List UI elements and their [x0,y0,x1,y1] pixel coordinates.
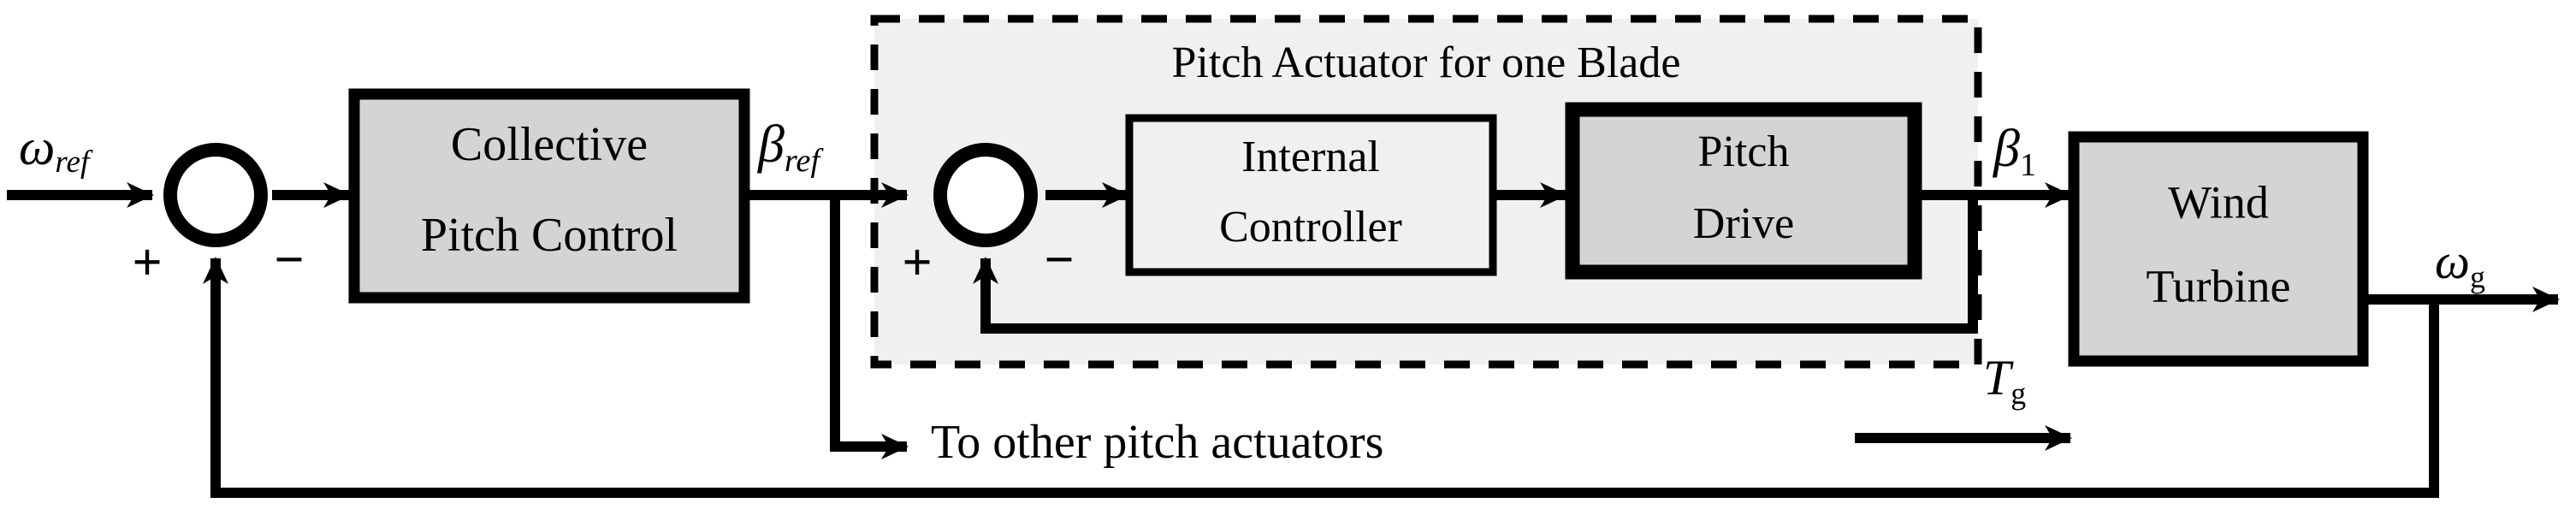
label-beta-1-base: β [1993,120,2020,178]
block-pitch-drive-label-line2: Drive [1693,199,1794,248]
signal-wires [7,182,2560,498]
label-omega-g: ωg [2435,234,2485,294]
inner-sum-minus-sign: − [1044,231,1074,289]
label-omega-ref: ωref [19,119,93,180]
pitch-actuator-group-title: Pitch Actuator for one Blade [1172,38,1681,87]
label-beta-ref: βref [757,115,824,179]
annotation-to-other-pitch-actuators: To other pitch actuators [931,416,1383,469]
block-collective-pitch-control-label-line2: Pitch Control [421,209,678,262]
label-beta-ref-base: β [757,115,785,174]
label-beta-ref-sub: ref [785,143,825,179]
block-wind-turbine[interactable] [2068,131,2369,367]
outer-summing-junction [163,143,268,247]
inner-summing-junction [933,143,1038,247]
block-collective-pitch-control-label-line1: Collective [451,118,648,171]
block-collective-pitch-control[interactable] [348,88,750,304]
label-omega-g-sub: g [2470,260,2485,294]
label-torque-g-base: T [1983,350,2014,406]
outer-sum-minus-sign: − [274,231,304,289]
outer-sum-plus-sign: + [132,234,162,292]
label-beta-1-sub: 1 [2020,147,2036,183]
label-torque-g: Tg [1983,350,2026,411]
block-wind-turbine-label-line2: Turbine [2146,260,2290,311]
label-beta-1: β1 [1993,120,2036,183]
block-wind-turbine-label-line1: Wind [2168,176,2269,228]
block-pitch-drive-label-line1: Pitch [1698,127,1790,176]
block-pitch-drive[interactable] [1565,102,1922,280]
label-omega-ref-sub: ref [55,145,93,180]
label-omega-ref-base: ω [19,119,55,175]
block-internal-controller-label-line2: Controller [1219,203,1402,252]
block-internal-controller-label-line1: Internal [1241,133,1380,181]
inner-sum-plus-sign: + [902,234,932,292]
block-internal-controller[interactable] [1125,114,1497,276]
label-omega-g-base: ω [2435,234,2470,289]
label-torque-g-sub: g [2010,376,2026,411]
